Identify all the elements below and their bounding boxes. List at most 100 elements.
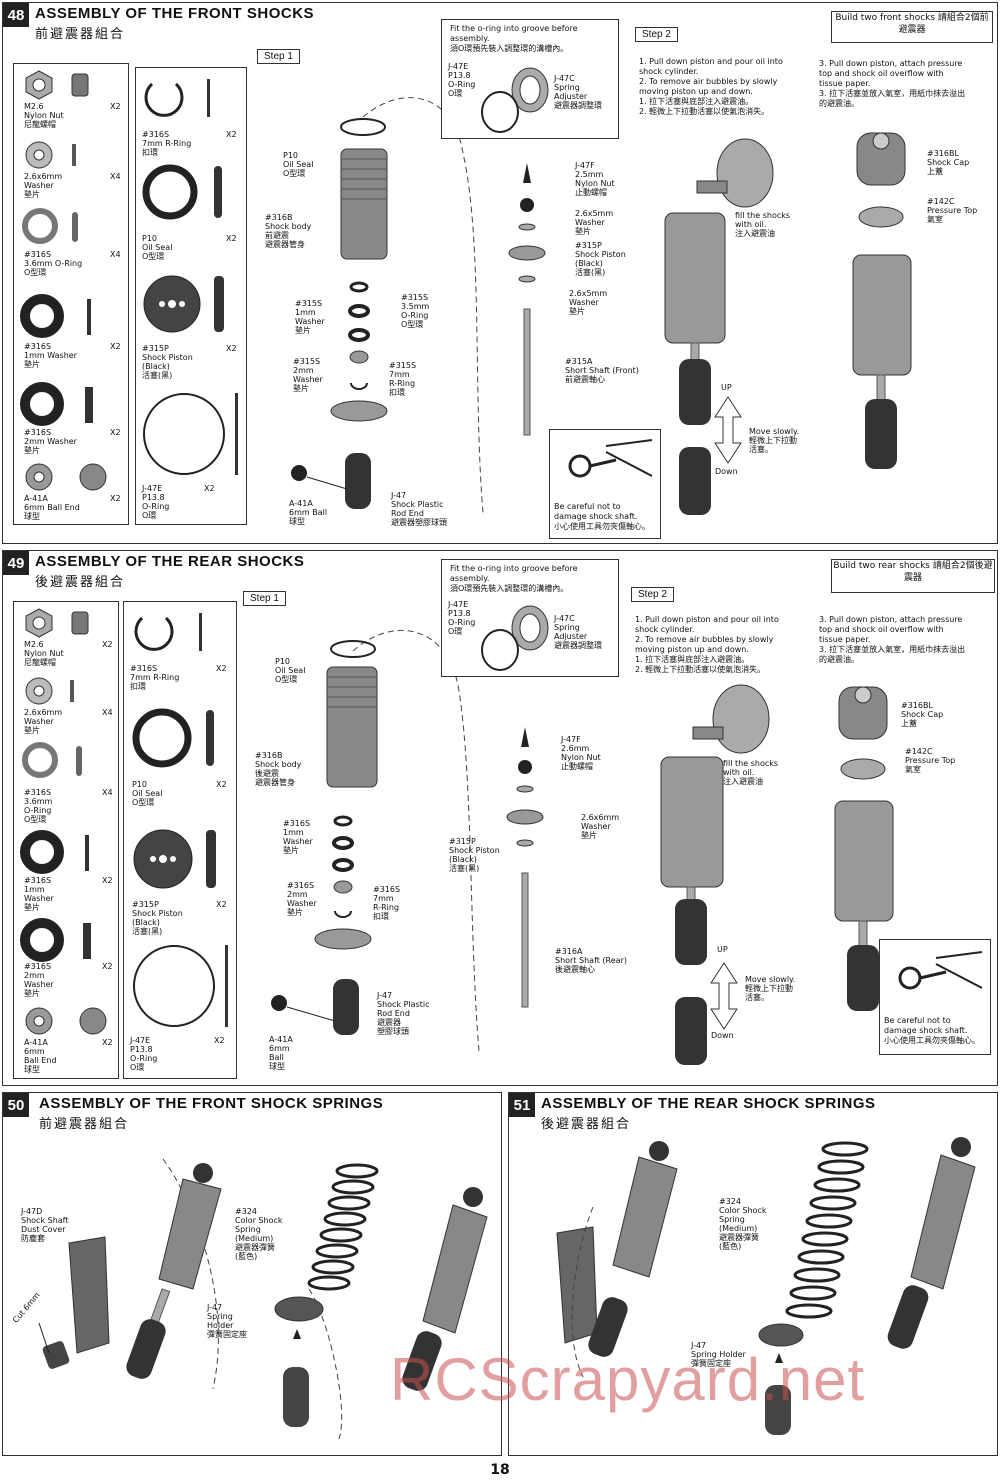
washer-1mm-icon [20, 294, 64, 338]
callout-move: Move slowly. 輕微上下拉動 活塞。 [745, 975, 796, 1002]
page-number: 18 [490, 1462, 510, 1478]
r-ring-side-icon [199, 613, 202, 651]
completed-shock-diagram [887, 1137, 976, 1349]
step-number: 48 [3, 3, 29, 27]
o-ring-side-icon [72, 212, 78, 242]
washer-1mm-side-icon [85, 835, 89, 871]
callout-cap: #316BL Shock Cap 上蓋 [927, 149, 970, 176]
callout-body: #316B Shock body 前避震 避震器管身 [265, 213, 312, 249]
shock-with-cover-diagram [126, 1158, 222, 1390]
careful-note: Be careful not to damage shock shaft. 小心… [884, 1016, 980, 1045]
oil-seal-icon [132, 708, 192, 768]
nylon-nut-icon [25, 608, 53, 638]
oil-filling-diagram [664, 138, 774, 515]
r-ring-icon [144, 82, 184, 117]
nut-side-icon [71, 73, 89, 97]
callout-dust-cover: J-47D Shock Shaft Dust Cover 防塵套 [21, 1207, 69, 1243]
part-qty: X2 [110, 342, 121, 351]
part-label: P10 Oil Seal O型環 [132, 780, 163, 807]
o-ring-large-side-icon [225, 945, 228, 1027]
callout-rodend: J-47 Shock Plastic Rod End 避震器 塑膠球頭 [377, 991, 430, 1036]
callout-spring: #324 Color Shock Spring (Medium) 避震器彈簧 (… [235, 1207, 283, 1261]
step-2-label: Step 2 [635, 27, 678, 42]
careful-note: Be careful not to damage shock shaft. 小心… [554, 502, 650, 531]
part-qty: X4 [102, 708, 113, 717]
j47c-label: J-47C Spring Adjuster 避震器調整環 [554, 614, 602, 650]
callout-2mm: #316S 2mm Washer 墊片 [287, 881, 317, 917]
completed-shock-diagram [402, 1187, 488, 1391]
part-label: #316S 2mm Washer 墊片 [24, 428, 77, 455]
spring-holder-diagram [274, 1288, 343, 1440]
washer-side-icon [70, 680, 74, 702]
parts-list-right: #316S 7mm R-Ring 扣環 X2 P10 Oil Seal O型環 … [135, 67, 247, 525]
coil-spring-diagram [785, 1141, 869, 1319]
part-qty: X2 [216, 900, 227, 909]
parts-list-left: M2.6 Nylon Nut 尼龍螺帽 X2 2.6x6mm Washer 墊片… [13, 601, 119, 1079]
part-label: #316S 1mm Washer 墊片 [24, 876, 54, 912]
section-48: 48 ASSEMBLY OF THE FRONT SHOCKS 前避震器組合 M… [2, 2, 998, 544]
oil-seal-side-icon [214, 166, 222, 218]
pliers-icon [568, 439, 653, 478]
pressure-top-diagram [852, 132, 912, 469]
part-label: A-41A 6mm Ball End 球型 [24, 494, 80, 521]
section-49: 49 ASSEMBLY OF THE REAR SHOCKS 後避震器組合 M2… [2, 550, 998, 1086]
cut-label: Cut 6mm [11, 1290, 42, 1325]
washer-1mm-icon [20, 830, 64, 874]
section-title-zh: 前避震器組合 [35, 27, 126, 42]
part-label: #316S 7mm R-Ring 扣環 [142, 130, 192, 157]
part-qty: X4 [110, 172, 121, 181]
callout-r7: #316S 7mm R-Ring 扣環 [373, 885, 401, 921]
part-qty: X2 [216, 664, 227, 673]
part-qty: X2 [102, 1038, 113, 1047]
step-2-label: Step 2 [631, 587, 674, 602]
step-1-label: Step 1 [257, 49, 300, 64]
ball-side-icon [79, 1007, 107, 1035]
up-label: UP [717, 945, 728, 954]
callout-1mm: #315S 1mm Washer 墊片 [295, 299, 325, 335]
section-title: ASSEMBLY OF THE FRONT SHOCKS [35, 5, 315, 22]
r-ring-icon [134, 616, 174, 651]
o-ring-large-icon [143, 393, 225, 475]
part-qty: X2 [226, 344, 237, 353]
callout-fill: fill the shocks with oil. 注入避震油 [723, 759, 779, 786]
part-qty: X2 [102, 962, 113, 971]
washer-1mm-side-icon [87, 299, 91, 335]
part-label: #315P Shock Piston (Black) 活塞(黑) [132, 900, 183, 936]
part-label: A-41A 6mm Ball End 球型 [24, 1038, 57, 1074]
callout-ball: A-41A 6mm Ball 球型 [269, 1035, 293, 1071]
step-3-instructions: 3. Pull down piston, attach pressure top… [819, 615, 966, 664]
callout-rodend: J-47 Shock Plastic Rod End 避震器塑膠球頭 [391, 491, 447, 527]
part-label: M2.6 Nylon Nut 尼龍螺帽 [24, 102, 64, 129]
ball-end-icon [25, 1007, 53, 1035]
washer-2mm-icon [20, 918, 64, 962]
shock-piston-side-icon [214, 276, 224, 332]
callout-washer: 2.6x5mm Washer 墊片 [575, 209, 614, 236]
callout-p10: P10 Oil Seal O型環 [275, 657, 306, 684]
part-qty: X2 [226, 130, 237, 139]
careful-note-box: Be careful not to damage shock shaft. 小心… [549, 429, 661, 539]
callout-piston: #315P Shock Piston (Black) 活塞(黑) [449, 837, 500, 873]
section-title: ASSEMBLY OF THE FRONT SHOCK SPRINGS [39, 1095, 384, 1112]
build-note-box: Build two rear shocks 請組合2個後避震器 [831, 559, 995, 593]
j47c-label: J-47C Spring Adjuster 避震器調整環 [554, 74, 602, 110]
parts-list-left: M2.6 Nylon Nut 尼龍螺帽 X2 2.6x6mm Washer 墊片… [13, 63, 129, 525]
callout-cap: #316BL Shock Cap 上蓋 [901, 701, 944, 728]
up-down-arrow-icon [714, 396, 742, 464]
o-ring-note: Fit the o-ring into groove before assemb… [450, 24, 578, 53]
part-qty: X2 [110, 428, 121, 437]
shock-piston-icon [143, 275, 201, 333]
callout-body: #316B Shock body 後避震 避震器管身 [255, 751, 302, 787]
callout-shaft: #316A Short Shaft (Rear) 後避震軸心 [555, 947, 627, 974]
part-qty: X2 [110, 102, 121, 111]
section-title-zh: 後避震器組合 [541, 1117, 632, 1132]
j47e-label: J-47E P13.8 O-Ring O環 [448, 62, 476, 98]
nylon-nut-icon [25, 70, 53, 100]
coil-spring-diagram [307, 1163, 379, 1291]
part-label: #315P Shock Piston (Black) 活塞(黑) [142, 344, 193, 380]
j47e-label: J-47E P13.8 O-Ring O環 [448, 600, 476, 636]
part-label: P10 Oil Seal O型環 [142, 234, 173, 261]
step-number: 51 [509, 1093, 535, 1117]
step-2-instructions: 1. Pull down piston and pour oil into sh… [639, 57, 783, 116]
part-qty: X2 [214, 1036, 225, 1045]
oil-seal-icon [142, 164, 198, 220]
